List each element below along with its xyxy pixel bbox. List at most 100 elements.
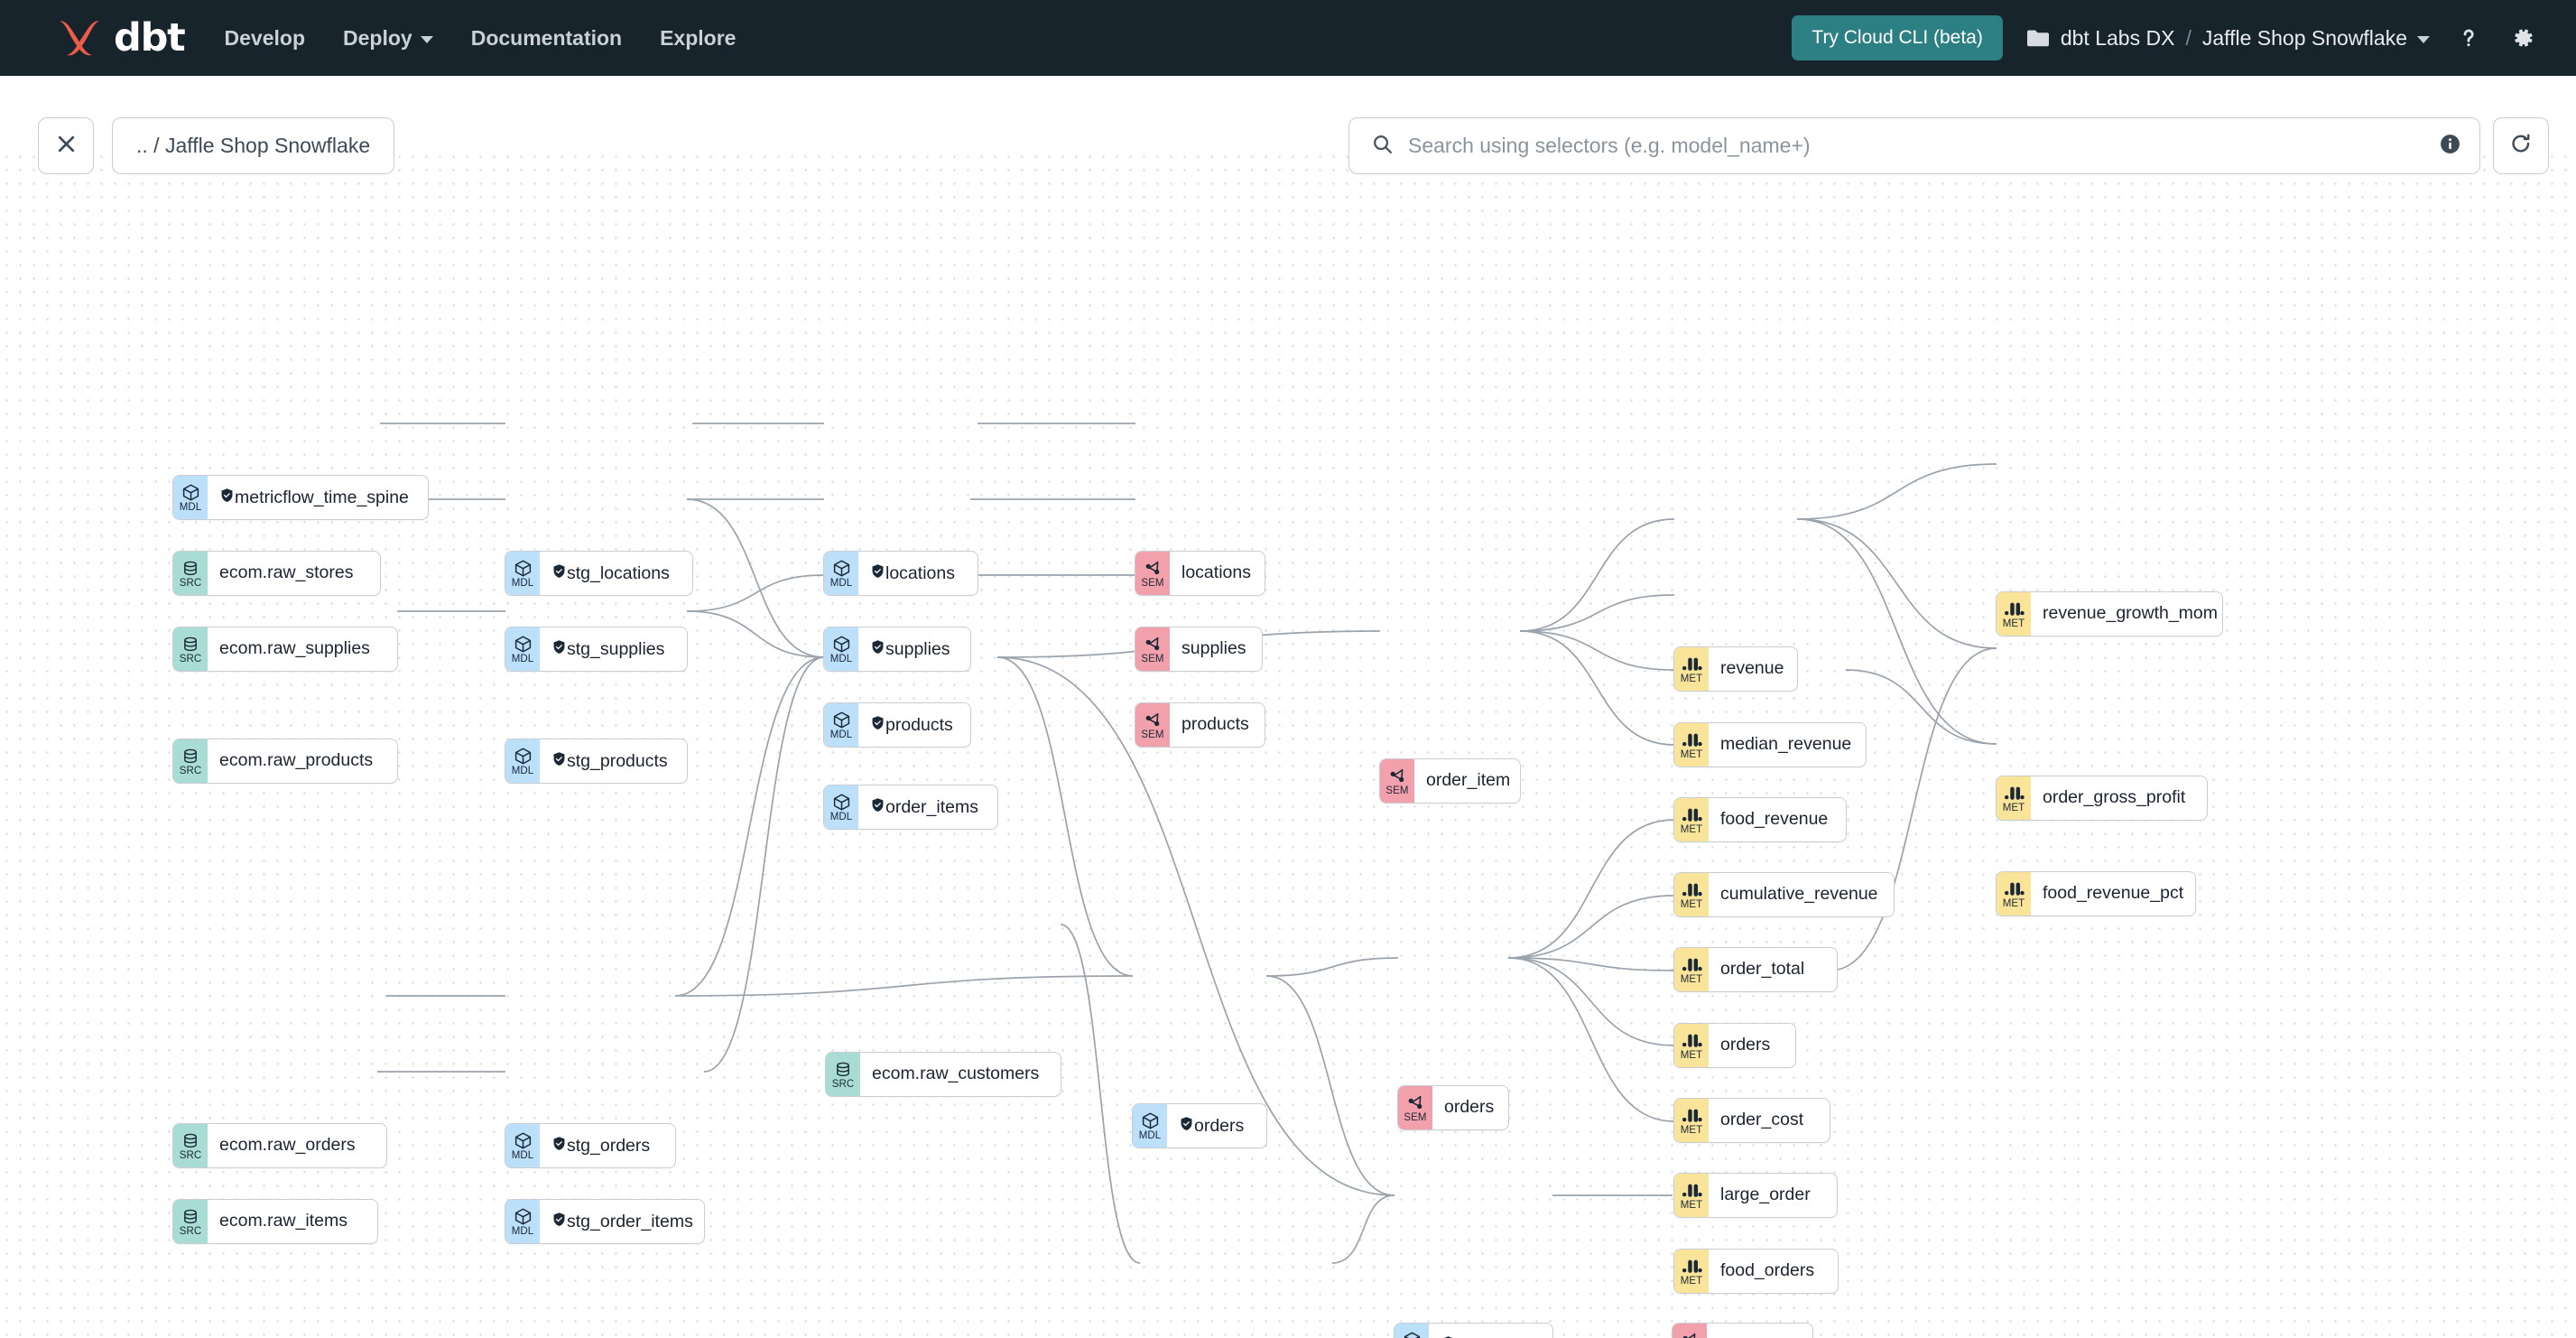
contract-shield-icon: stg_products (551, 751, 668, 771)
node-body: revenue_growth_mom (2031, 592, 2232, 636)
node-body: food_revenue (1709, 798, 1846, 841)
node-label: customers (1456, 1335, 1537, 1338)
node-type-label: MET (2002, 618, 2025, 629)
lineage-edge (996, 656, 1395, 1196)
mdl-type-icon (1141, 1111, 1160, 1130)
graph-node-met_order_cost[interactable]: MET order_cost (1674, 1099, 1830, 1142)
node-body: ecom.raw_items (208, 1200, 377, 1243)
mdl-type-icon (514, 1207, 533, 1226)
lineage-edge (674, 975, 1134, 997)
node-type-badge-met: MET (1674, 723, 1709, 767)
nav-develop[interactable]: Develop (225, 26, 305, 51)
node-label: supplies (885, 639, 950, 659)
project-selector[interactable]: Jaffle Shop Snowflake (2202, 26, 2430, 51)
nav-deploy[interactable]: Deploy (343, 26, 433, 51)
contract-shield-icon: stg_locations (551, 563, 670, 583)
node-body: order_gross_profit (2031, 776, 2207, 820)
node-body: order_item (1414, 759, 1524, 803)
node-type-label: MET (1680, 748, 1703, 760)
met-type-icon (1682, 731, 1702, 749)
node-type-badge-mdl: MDL (505, 739, 540, 783)
met-type-icon (1682, 1032, 1702, 1050)
node-body: customers (1707, 1324, 1814, 1338)
nav-documentation[interactable]: Documentation (471, 26, 622, 51)
node-type-label: MDL (511, 1150, 534, 1162)
node-type-label: MET (1680, 673, 1703, 684)
lineage-edge (703, 656, 825, 1073)
node-label: cumulative_revenue (1720, 884, 1878, 905)
close-button[interactable] (38, 117, 94, 174)
met-type-icon (1682, 1182, 1702, 1200)
gear-icon[interactable] (2507, 23, 2538, 53)
node-type-label: MET (1680, 1049, 1703, 1061)
graph-node-stg_products[interactable]: MDL stg_products (505, 739, 687, 783)
node-type-badge-met: MET (1674, 647, 1709, 691)
dbt-brand[interactable]: dbt (29, 16, 186, 60)
node-body: locations (1170, 552, 1265, 595)
close-icon (55, 133, 78, 160)
search-input[interactable] (1408, 134, 2439, 158)
refresh-icon (2509, 132, 2533, 160)
node-type-label: SEM (1385, 785, 1409, 797)
question-mark-icon[interactable] (2453, 23, 2484, 53)
info-icon[interactable] (2439, 133, 2461, 160)
node-type-badge-met: MET (1674, 1174, 1709, 1217)
search-bar[interactable] (1348, 117, 2480, 174)
node-label: supplies (1181, 638, 1246, 659)
lineage-edge (1265, 975, 1395, 1196)
lineage-edge (1507, 957, 1675, 1122)
breadcrumb-chip[interactable]: .. / Jaffle Shop Snowflake (112, 117, 395, 174)
lineage-edge (1796, 463, 1997, 520)
refresh-button[interactable] (2493, 117, 2549, 174)
node-body: orders (1709, 1024, 1795, 1067)
try-cloud-cli-button[interactable]: Try Cloud CLI (beta) (1792, 15, 2003, 60)
account-name[interactable]: dbt Labs DX (2060, 25, 2175, 50)
node-body: ecom.raw_customers (860, 1053, 1061, 1096)
src-type-icon (181, 636, 199, 654)
mdl-type-icon (1403, 1331, 1422, 1338)
lineage-edge (1519, 594, 1675, 632)
graph-node-sem_customers[interactable]: SEMcustomers (1673, 1324, 1812, 1338)
node-body: supplies (1170, 627, 1262, 671)
met-type-icon (2004, 600, 2025, 618)
breadcrumb-separator: / (2185, 25, 2191, 50)
graph-node-mdl_customers[interactable]: MDLcustomers (1395, 1324, 1552, 1338)
node-type-label: MET (1680, 1124, 1703, 1136)
nav-explore[interactable]: Explore (660, 26, 736, 51)
node-body: food_orders (1709, 1250, 1838, 1293)
node-body: order_cost (1709, 1099, 1830, 1142)
graph-node-met_orders[interactable]: MET orders (1674, 1024, 1795, 1067)
